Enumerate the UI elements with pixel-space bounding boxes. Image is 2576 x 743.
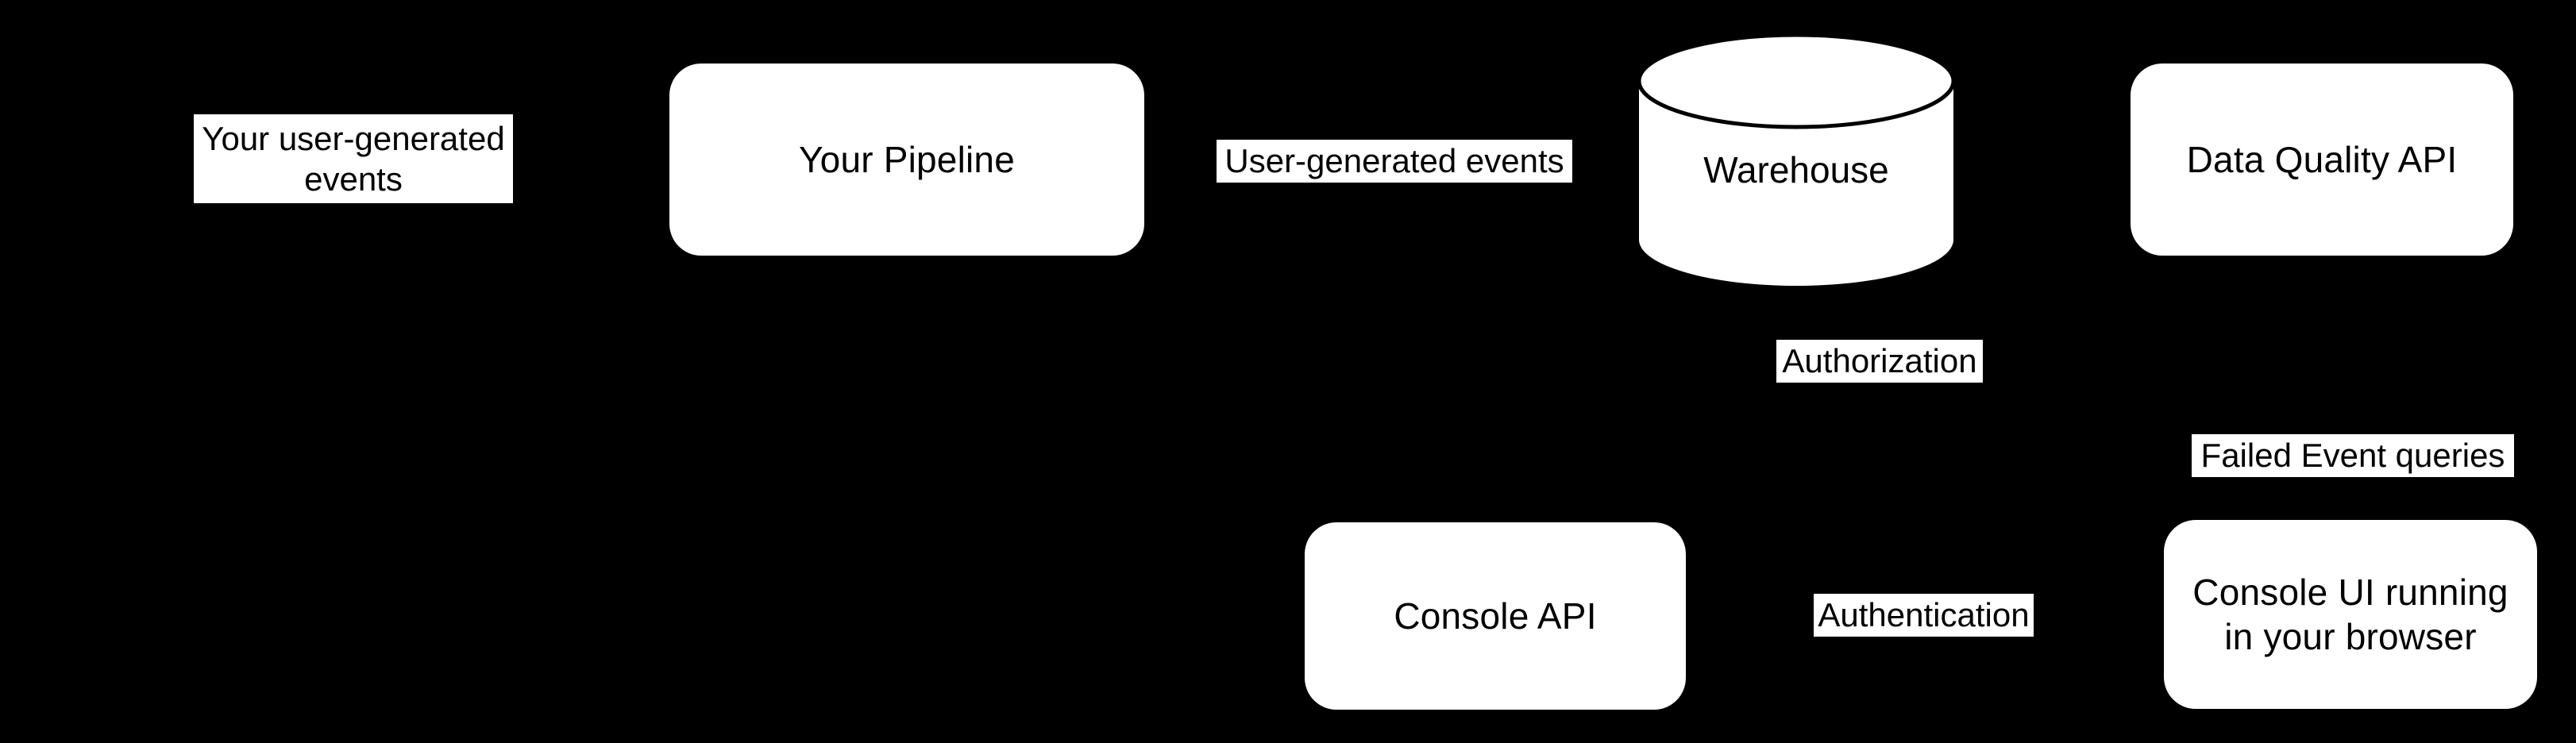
edge-label-user-generated-events: User-generated events [1217, 140, 1572, 183]
edge-label-authorization: Authorization [1776, 340, 1983, 383]
edge-label-your-user-generated-events: Your user-generated events [194, 114, 513, 203]
node-console-ui-label: Console UI running in your browser [2192, 571, 2509, 657]
node-warehouse-label: Warehouse [1703, 149, 1889, 191]
node-your-pipeline-label: Your Pipeline [799, 138, 1015, 180]
edge-label-authentication: Authentication [1814, 594, 2034, 637]
node-console-api-label: Console API [1394, 595, 1597, 637]
node-data-quality-api[interactable]: Data Quality API [2131, 64, 2513, 256]
node-your-pipeline[interactable]: Your Pipeline [669, 64, 1144, 256]
node-data-quality-api-label: Data Quality API [2186, 138, 2458, 180]
node-warehouse[interactable]: Warehouse [1637, 33, 1955, 287]
edge-label-failed-event-queries: Failed Event queries [2192, 434, 2514, 477]
node-console-ui[interactable]: Console UI running in your browser [2164, 520, 2537, 709]
node-console-api[interactable]: Console API [1305, 522, 1686, 710]
cylinder-shape-icon [1637, 33, 1955, 286]
